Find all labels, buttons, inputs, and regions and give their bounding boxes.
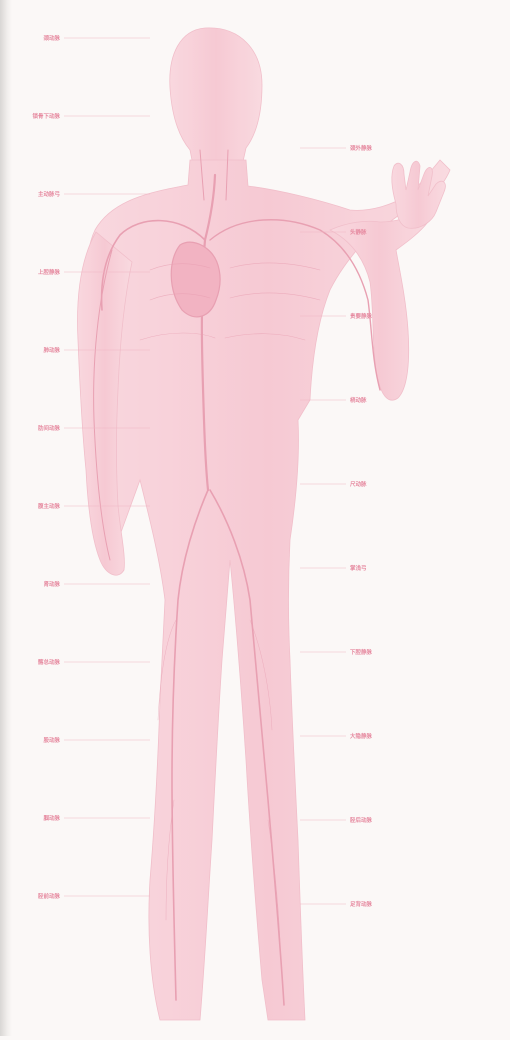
callout-label: 上腔静脉 [38,268,61,276]
head-shape [170,28,262,175]
body-silhouette [78,28,450,1020]
callout-label: 掌浅弓 [350,564,367,572]
callout-label: 腘动脉 [42,814,60,822]
callout-label: 颈外静脉 [349,144,373,152]
callout-label: 颈动脉 [42,34,60,42]
callout-label: 主动脉弓 [38,190,60,198]
right-arm-shape [330,210,428,400]
callout-label: 下腔静脉 [350,648,373,656]
callout-label: 腹主动脉 [38,502,61,510]
callout-label: 股动脉 [43,736,60,744]
callout-label: 贵要静脉 [350,312,373,320]
callout-label: 大隐静脉 [350,732,373,740]
callout-label: 胫前动脉 [37,892,61,900]
callout-label: 肾动脉 [43,580,60,588]
callout-label: 锁骨下动脉 [32,112,60,120]
callout-label: 髂总动脉 [38,658,61,666]
page-fold-shadow [0,0,12,1036]
callout-label: 肺动脉 [43,346,60,354]
callout-label: 头静脉 [350,228,367,236]
callout-label: 胫后动脉 [349,816,373,824]
callout-label: 足背动脉 [350,900,373,908]
callout-label: 桡动脉 [350,396,367,404]
callout-label: 肋间动脉 [38,424,61,432]
callout-label: 尺动脉 [350,480,367,488]
